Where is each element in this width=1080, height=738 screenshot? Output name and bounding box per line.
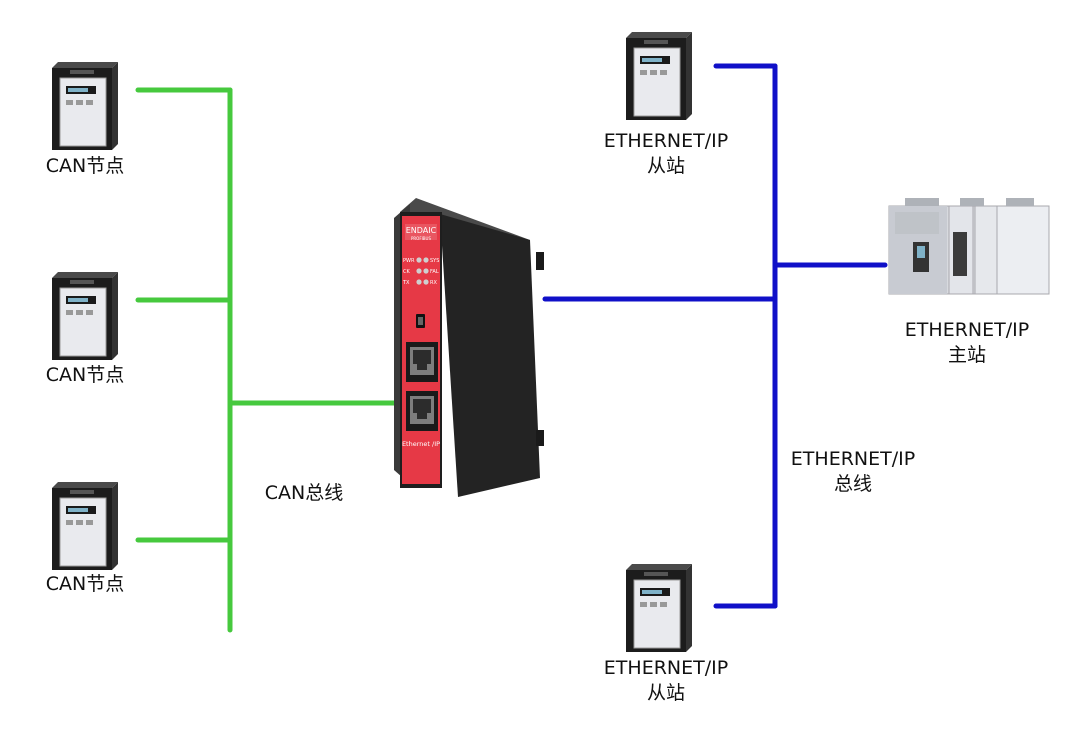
led-indicator [416,257,422,263]
plc-rack-icon [888,198,1050,295]
gateway-port-label: Ethernet /IP [402,440,440,448]
servo-drive-icon [51,271,119,361]
led-indicator [423,268,429,274]
ethernet-port-icon [406,342,438,382]
servo-drive-icon [51,481,119,571]
servo-drive-icon [51,61,119,151]
led-indicator [423,279,429,285]
gateway-brand: ENDAIC [406,226,437,235]
ethernet-bus [542,63,888,609]
can-node-label: CAN节点 [45,155,125,177]
gateway-brand-sub: PROFIBUS [411,236,431,241]
led-label: SYS [430,258,439,264]
gateway-device-icon: ENDAIC PROFIBUS PWR SYS CK FAL TX RX [394,198,544,497]
can-bus [135,87,403,633]
status-leds: PWR SYS CK FAL TX RX [402,257,439,286]
servo-drive-icon [625,563,693,653]
led-label: TX [402,280,410,286]
led-label: CK [403,269,410,275]
led-indicator [416,268,422,274]
can-bus-label: CAN总线 [264,482,344,504]
led-indicator [416,279,422,285]
ethernet-port-icon [406,391,438,431]
can-node-label: CAN节点 [45,364,125,386]
can-node-label: CAN节点 [45,573,125,595]
led-label: RX [430,280,437,286]
led-indicator [423,257,429,263]
servo-drive-icon [625,31,693,121]
led-label: PWR [403,258,415,264]
led-label: FAL [430,269,439,275]
